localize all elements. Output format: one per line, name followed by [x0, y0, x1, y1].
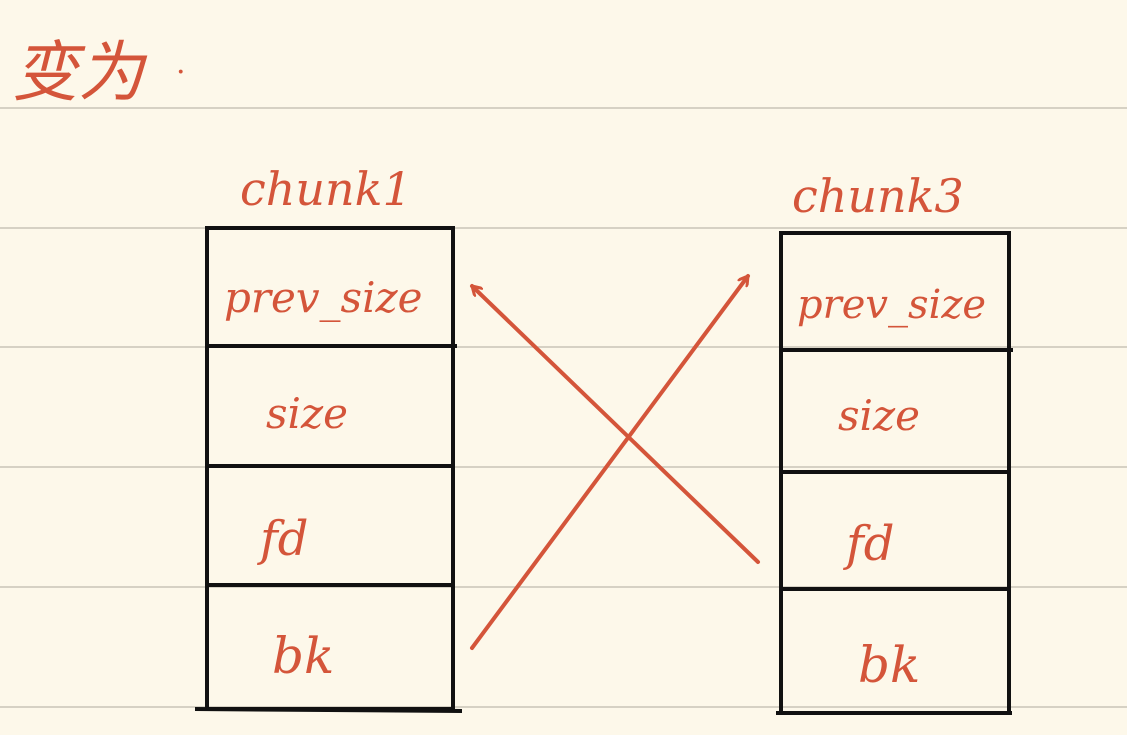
page-heading: 变为 [12, 34, 148, 111]
chunk3-block: chunk3 prev_size size fd bk [776, 169, 1013, 715]
chunk3-field-fd: fd [843, 516, 895, 572]
chunk3-field-prev-size: prev_size [797, 282, 986, 328]
chunk1-base-line [194, 707, 463, 713]
chunk1-block: chunk1 prev_size size fd bk [194, 162, 463, 713]
heading-mark: · [176, 55, 186, 90]
arrow-chunk3-fd-to-chunk1-prev-size [470, 284, 760, 564]
arrow-chunk1-bk-to-chunk3-prev-size [470, 274, 750, 650]
chunk1-field-prev-size: prev_size [224, 273, 423, 322]
ruled-lines [0, 107, 1127, 708]
chunk3-title: chunk3 [792, 169, 964, 223]
chunk1-field-fd: fd [257, 511, 309, 567]
chunk3-field-size: size [838, 391, 920, 440]
chunk3-field-bk: bk [858, 636, 920, 694]
chunk1-field-bk: bk [272, 627, 334, 685]
chunk1-field-size: size [266, 389, 348, 438]
chunk1-title: chunk1 [240, 162, 412, 216]
